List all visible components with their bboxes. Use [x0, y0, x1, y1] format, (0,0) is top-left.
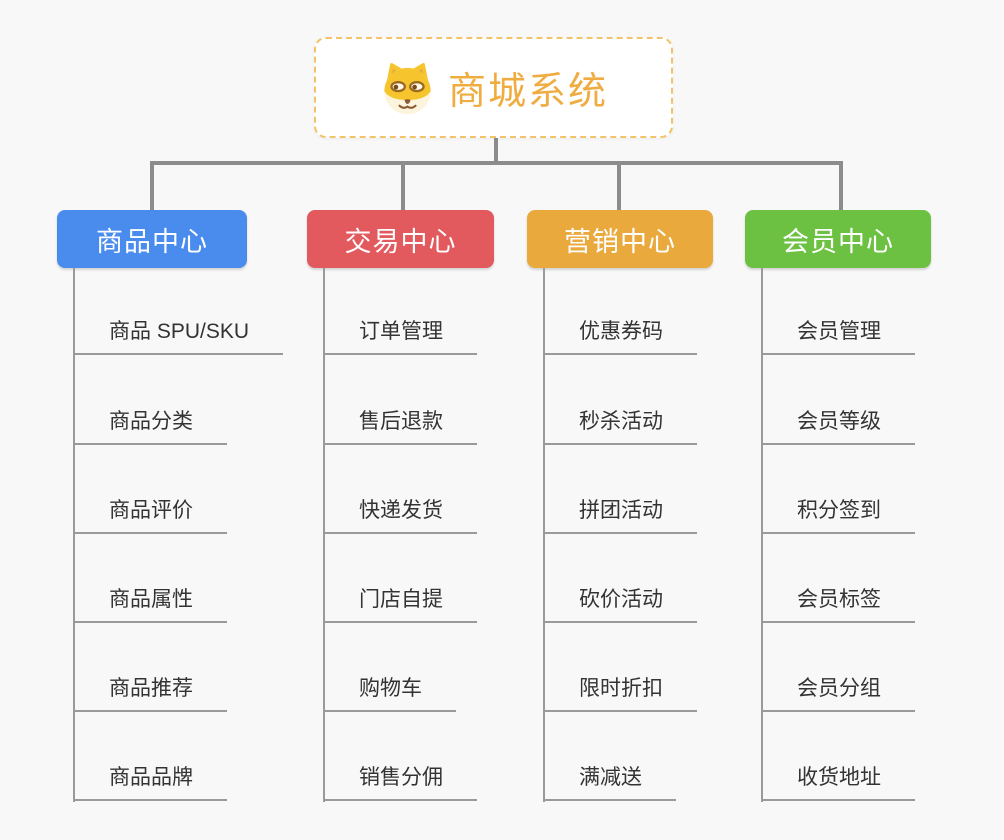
- leaf-node[interactable]: 会员标签: [763, 587, 915, 623]
- connector-drop-1: [150, 161, 154, 211]
- leaf-node[interactable]: 门店自提: [325, 587, 477, 623]
- branch-label: 商品中心: [96, 226, 208, 257]
- leaf-node[interactable]: 会员等级: [763, 409, 915, 445]
- branch-product-children: 商品 SPU/SKU 商品分类 商品评价 商品属性 商品推荐 商品品牌: [73, 268, 284, 802]
- leaf-node[interactable]: 秒杀活动: [545, 409, 697, 445]
- leaf-node[interactable]: 商品分类: [75, 409, 227, 445]
- leaf-node[interactable]: 销售分佣: [325, 765, 477, 801]
- branch-trade-center[interactable]: 交易中心: [307, 210, 494, 268]
- branch-label: 交易中心: [344, 226, 457, 257]
- branch-marketing-children: 优惠券码 秒杀活动 拼团活动 砍价活动 限时折扣 满减送: [543, 268, 697, 802]
- branch-product-center[interactable]: 商品中心: [57, 210, 247, 268]
- leaf-node[interactable]: 商品评价: [75, 498, 227, 534]
- branch-member-children: 会员管理 会员等级 积分签到 会员标签 会员分组 收货地址: [761, 268, 915, 802]
- leaf-node[interactable]: 满减送: [545, 765, 676, 801]
- leaf-node[interactable]: 拼团活动: [545, 498, 697, 534]
- leaf-node[interactable]: 商品推荐: [75, 676, 227, 712]
- branch-trade-children: 订单管理 售后退款 快递发货 门店自提 购物车 销售分佣: [323, 268, 477, 802]
- connector-drop-2: [401, 161, 405, 211]
- root-title: 商城系统: [447, 71, 608, 113]
- connector-root-vertical: [494, 138, 498, 164]
- leaf-node[interactable]: 会员管理: [763, 319, 915, 355]
- leaf-node[interactable]: 订单管理: [325, 319, 477, 355]
- leaf-node[interactable]: 售后退款: [325, 409, 477, 445]
- root-node[interactable]: 商城系统: [314, 37, 673, 138]
- branch-label: 营销中心: [564, 226, 676, 257]
- connector-horizontal: [150, 161, 843, 165]
- connector-drop-4: [839, 161, 843, 211]
- leaf-node[interactable]: 收货地址: [763, 765, 915, 801]
- branch-member-center[interactable]: 会员中心: [745, 210, 931, 268]
- branch-label: 会员中心: [782, 226, 894, 257]
- dog-face-icon: [384, 63, 431, 115]
- leaf-node[interactable]: 快递发货: [325, 498, 477, 534]
- connector-drop-3: [617, 161, 621, 211]
- leaf-node[interactable]: 积分签到: [763, 498, 915, 534]
- leaf-node[interactable]: 限时折扣: [545, 676, 697, 712]
- leaf-node[interactable]: 商品品牌: [75, 765, 227, 801]
- branch-marketing-center[interactable]: 营销中心: [527, 210, 713, 268]
- leaf-node[interactable]: 购物车: [325, 676, 456, 712]
- leaf-node[interactable]: 会员分组: [763, 676, 915, 712]
- leaf-node[interactable]: 砍价活动: [545, 587, 697, 623]
- leaf-node[interactable]: 商品 SPU/SKU: [75, 319, 284, 355]
- leaf-node[interactable]: 优惠券码: [545, 319, 697, 355]
- leaf-node[interactable]: 商品属性: [75, 587, 227, 623]
